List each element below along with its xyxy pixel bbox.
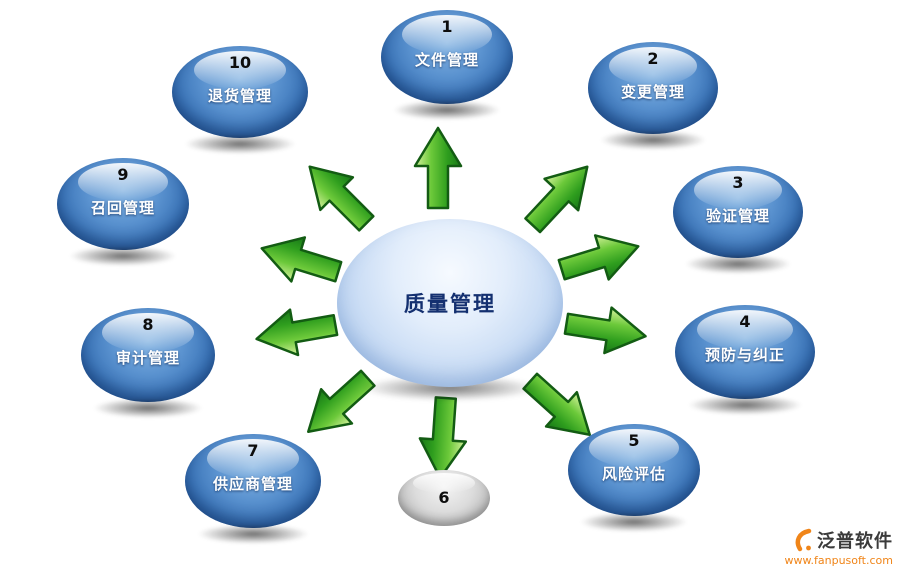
node-ellipse: 7 供应商管理 (185, 434, 321, 528)
node-label: 验证管理 (705, 207, 770, 225)
arrow-icon (260, 236, 343, 283)
node-shadow (392, 100, 502, 120)
arrow-to-node-10 (290, 147, 386, 243)
node-label: 风险评估 (601, 465, 666, 483)
center-label: 质量管理 (404, 292, 496, 316)
node-number: 4 (739, 312, 751, 331)
arrow-to-node-8 (250, 299, 342, 365)
node-2-change-management: 2 变更管理 (588, 42, 718, 150)
arrow-to-node-3 (552, 221, 648, 295)
node-6: 6 (398, 470, 490, 526)
node-ellipse: 1 文件管理 (381, 10, 513, 104)
node-label: 变更管理 (620, 83, 685, 101)
node-shadow (197, 524, 309, 544)
arrow-icon (255, 308, 339, 357)
node-7-supplier-management: 7 供应商管理 (185, 434, 321, 544)
node-label: 文件管理 (414, 51, 479, 69)
brand-name: 泛普软件 (817, 531, 893, 552)
node-number: 8 (142, 315, 154, 334)
arrow-icon (413, 126, 463, 210)
node-3-verification-management: 3 验证管理 (673, 166, 803, 274)
arrow-to-node-1 (412, 126, 464, 210)
node-ellipse: 10 退货管理 (172, 46, 308, 138)
node-shadow (687, 395, 803, 415)
node-ellipse: 6 (398, 470, 490, 526)
center-ellipse: 质量管理 (337, 219, 563, 387)
node-number: 2 (647, 49, 659, 68)
node-number: 7 (247, 441, 259, 460)
node-1-document-management: 1 文件管理 (381, 10, 513, 120)
node-shadow (579, 512, 689, 532)
fanpu-logo-icon (795, 528, 812, 552)
node-shadow (93, 398, 203, 418)
arrow-to-node-2 (512, 148, 607, 245)
node-ellipse: 3 验证管理 (673, 166, 803, 258)
arrow-to-node-9 (252, 223, 348, 297)
node-label: 审计管理 (115, 349, 180, 367)
node-ellipse: 4 预防与纠正 (675, 305, 815, 399)
node-number: 5 (628, 431, 640, 450)
node-ellipse: 8 审计管理 (81, 308, 215, 402)
arrow-icon (418, 396, 468, 480)
node-shadow (684, 254, 792, 274)
center-node: 质量管理 (337, 219, 563, 401)
arrow-to-node-4 (560, 298, 651, 363)
node-number: 9 (117, 165, 129, 184)
arrow-icon (308, 165, 375, 232)
arrow-icon (307, 369, 376, 434)
node-ellipse: 2 变更管理 (588, 42, 718, 134)
node-number: 10 (228, 53, 252, 72)
node-ellipse: 9 召回管理 (57, 158, 189, 250)
watermark: 泛普软件 www.fanpusoft.com (785, 527, 893, 567)
node-number: 1 (441, 17, 453, 36)
node-label: 退货管理 (207, 87, 272, 105)
node-shadow (184, 134, 296, 154)
node-number: 3 (732, 173, 744, 192)
node-shadow (68, 246, 178, 266)
arrow-to-node-7 (289, 358, 386, 453)
node-ellipse: 5 风险评估 (568, 424, 700, 516)
arrow-icon (557, 234, 640, 281)
arrow-icon (524, 165, 589, 234)
node-9-recall-management: 9 召回管理 (57, 158, 189, 266)
node-number: 6 (438, 488, 450, 507)
arrow-to-node-6 (414, 394, 472, 481)
brand-url: www.fanpusoft.com (784, 554, 893, 567)
node-5-risk-assessment: 5 风险评估 (568, 424, 700, 532)
node-8-audit-management: 8 审计管理 (81, 308, 215, 418)
node-label: 供应商管理 (212, 475, 293, 493)
node-4-prevention-correction: 4 预防与纠正 (675, 305, 815, 415)
node-label: 预防与纠正 (704, 346, 785, 364)
node-10-return-management: 10 退货管理 (172, 46, 308, 154)
node-shadow (599, 130, 707, 150)
arrow-icon (563, 306, 647, 355)
node-label: 召回管理 (90, 199, 155, 217)
